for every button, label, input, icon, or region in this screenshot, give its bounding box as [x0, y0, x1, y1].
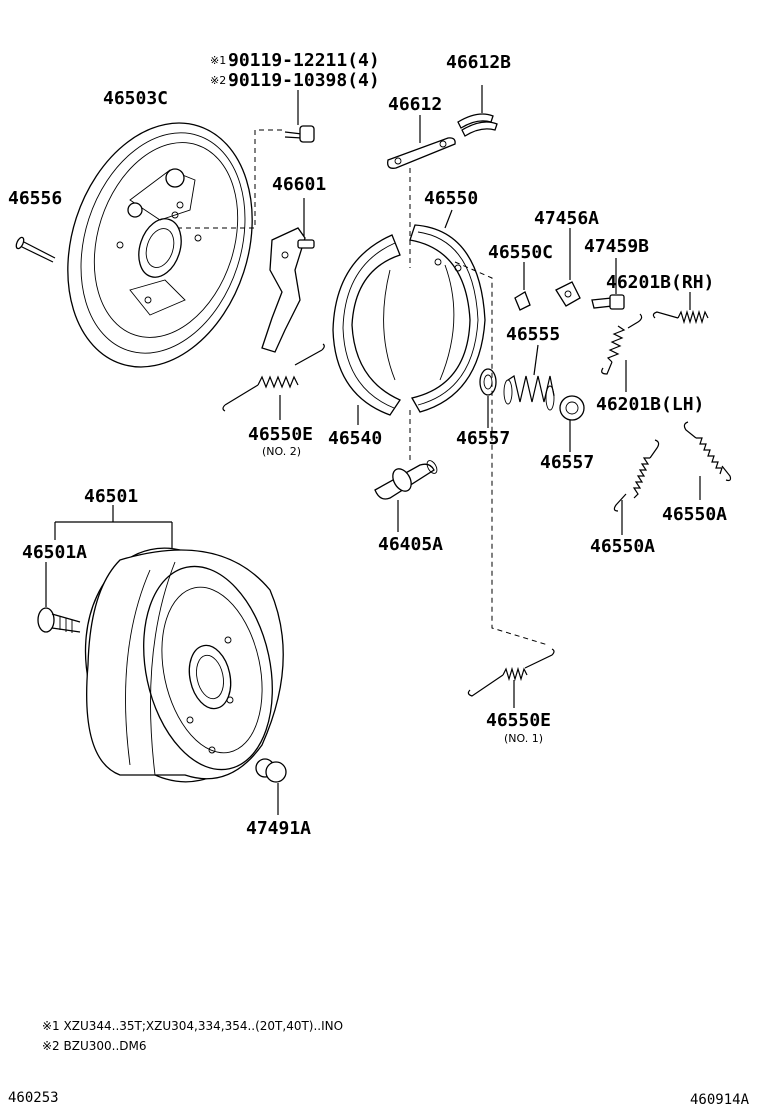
- label-46550C: 46550C: [488, 242, 553, 263]
- label-46405A: 46405A: [378, 534, 443, 555]
- spring-46550E-no2-drawing: [222, 343, 325, 420]
- label-46501A: 46501A: [22, 542, 87, 563]
- leader-dash-no1: [454, 261, 549, 646]
- mark-1: ※1: [210, 54, 226, 67]
- backing-plate-drawing: [67, 122, 253, 368]
- label-bolt-2: 90119-10398(4): [228, 70, 380, 91]
- plug-47491A-drawing: [255, 758, 287, 815]
- label-no2: (NO. 2): [262, 445, 301, 458]
- strut-46612-drawing: [387, 115, 456, 268]
- label-46557-a: 46557: [456, 428, 510, 449]
- label-46550: 46550: [424, 188, 478, 209]
- cup-46557-b-drawing: [559, 395, 585, 452]
- brake-shoe-46540-drawing: [332, 209, 486, 425]
- label-46550A-b: 46550A: [662, 504, 727, 525]
- lever-46601-drawing: [261, 198, 315, 353]
- label-46550A-a: 46550A: [590, 536, 655, 557]
- hub-bolt-46501A-drawing: [37, 562, 81, 633]
- pin-46556-drawing: [15, 236, 56, 263]
- spring-46550E-no1-drawing: [467, 648, 555, 708]
- spring-46555-drawing: [503, 344, 555, 411]
- bolt-drawing: [178, 90, 315, 229]
- brake-drum-46501-drawing: [84, 547, 284, 783]
- footnote-2: ※2 BZU300..DM6: [42, 1039, 147, 1053]
- spring-46550A-b-drawing: [683, 421, 732, 500]
- clip-46550C-drawing: [514, 262, 531, 311]
- spring-46201B-lh-drawing: [601, 313, 643, 392]
- label-46501: 46501: [84, 486, 138, 507]
- label-46612B: 46612B: [446, 52, 511, 73]
- spring-46201B-rh-drawing: [652, 292, 709, 325]
- label-47456A: 47456A: [534, 208, 599, 229]
- label-46555: 46555: [506, 324, 560, 345]
- label-46601: 46601: [272, 174, 326, 195]
- label-46557-b: 46557: [540, 452, 594, 473]
- label-46556: 46556: [8, 188, 62, 209]
- cup-46557-a-drawing: [479, 368, 497, 428]
- label-46503C: 46503C: [103, 88, 168, 109]
- plate-47456A-drawing: [555, 228, 581, 307]
- mark-2: ※2: [210, 74, 226, 87]
- clip-46612B-drawing: [457, 85, 498, 137]
- label-46550E-no2: 46550E: [248, 424, 313, 445]
- label-46612: 46612: [388, 94, 442, 115]
- diagram-code-left: 460253: [8, 1090, 59, 1106]
- footnote-1: ※1 XZU344..35T;XZU304,334,354..(20T,40T)…: [42, 1019, 343, 1033]
- label-47491A: 47491A: [246, 818, 311, 839]
- bolt-47459B-drawing: [591, 258, 625, 310]
- label-47459B: 47459B: [584, 236, 649, 257]
- label-no1: (NO. 1): [504, 732, 543, 745]
- diagram-code-right: 460914A: [690, 1092, 750, 1108]
- spring-46550A-a-drawing: [613, 439, 660, 535]
- label-46201B-rh: 46201B(RH): [606, 272, 714, 293]
- label-46540: 46540: [328, 428, 382, 449]
- label-46550E-no1: 46550E: [486, 710, 551, 731]
- label-46201B-lh: 46201B(LH): [596, 394, 704, 415]
- label-bolt-1: 90119-12211(4): [228, 50, 380, 71]
- bracket-46501: [54, 505, 173, 548]
- adjuster-46405A-drawing: [374, 410, 438, 532]
